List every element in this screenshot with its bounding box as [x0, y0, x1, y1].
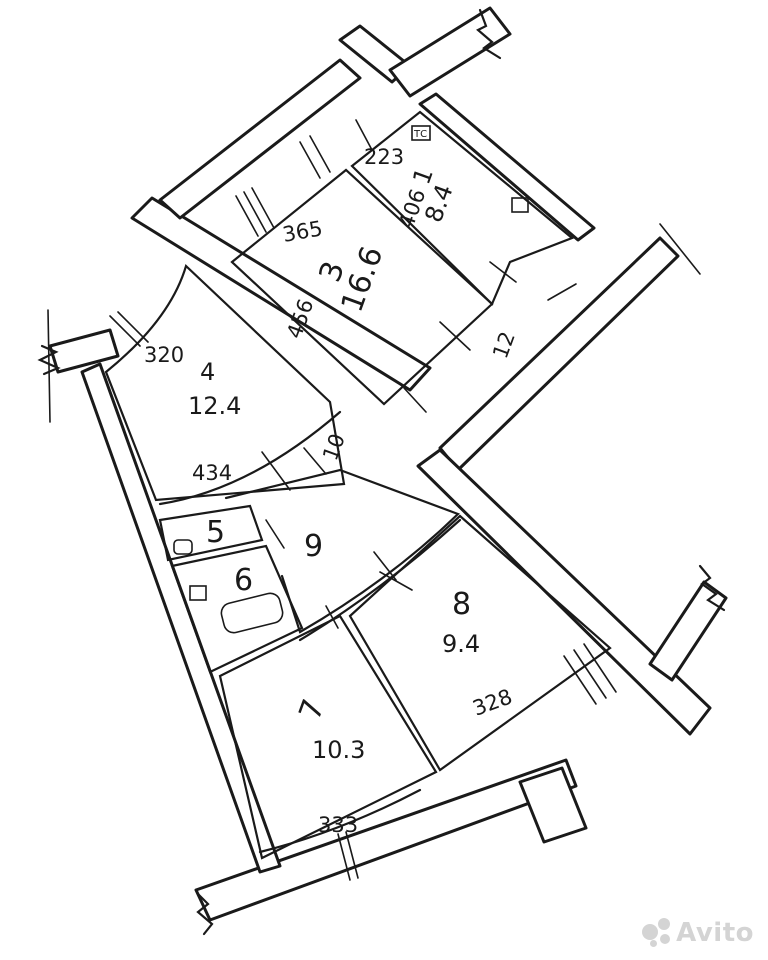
dim-10: 10: [318, 430, 350, 463]
room-8-number: 8: [452, 587, 471, 622]
wall-lower-right: [416, 448, 712, 736]
tc-label: ТС: [413, 129, 427, 140]
tc-box: [411, 125, 431, 141]
break-symbol-top: [476, 8, 502, 60]
room-1-outline: [350, 110, 575, 306]
wall-upper-block: [158, 58, 362, 220]
wall-bottom: [194, 758, 578, 922]
wall-lower-right-stub: [648, 580, 728, 682]
bathtub: [220, 592, 284, 634]
dim-333: 333: [318, 813, 358, 837]
break-symbol-right: [698, 564, 726, 612]
fixture-room6: [189, 585, 207, 601]
dim-320: 320: [144, 343, 184, 367]
wall-left: [80, 362, 282, 874]
wall-top-left: [130, 196, 432, 392]
room-7-number: 7: [293, 695, 332, 725]
fixture-room1: [511, 197, 529, 213]
dim-365: 365: [281, 216, 325, 247]
dim-223: 223: [364, 145, 404, 169]
room-8-area: 9.4: [442, 630, 480, 658]
curve-lower: [298, 518, 462, 642]
room-4-area: 12.4: [188, 392, 241, 420]
room-9-number: 9: [304, 529, 323, 564]
dim-434: 434: [192, 461, 232, 485]
door-marks: [261, 261, 577, 629]
break-symbol-left: [37, 344, 61, 376]
window-marks: [109, 119, 617, 881]
room-6-number: 6: [234, 563, 253, 598]
room-6-outline: [170, 544, 304, 674]
room-3-area: 16.6: [335, 242, 391, 317]
room-7-outline: [218, 614, 438, 860]
room-8-outline: [348, 514, 612, 772]
room-5-outline: [158, 504, 264, 562]
break-symbol-bottom: [196, 892, 214, 936]
room-4-number: 4: [200, 358, 215, 386]
room-5-number: 5: [206, 515, 225, 550]
room-7-area: 10.3: [312, 736, 365, 764]
axis-tick-right: [659, 223, 701, 275]
avito-watermark: Avito: [642, 918, 754, 948]
wall-room1-right: [418, 92, 596, 242]
avito-logo-icon: [642, 918, 672, 948]
wall-bottom-right: [518, 766, 588, 844]
wall-left-top: [48, 328, 120, 374]
room-4-outline: [104, 263, 346, 502]
curve-bottom: [258, 788, 422, 854]
axis-tick-left: [47, 309, 51, 423]
dim-328: 328: [470, 684, 516, 720]
partition-4-9: [158, 410, 342, 506]
wall-right-diagonal: [438, 236, 680, 472]
avito-watermark-text: Avito: [676, 918, 754, 948]
fixture-room5: [173, 539, 193, 555]
dim-12: 12: [488, 328, 520, 361]
dim-406: 406: [394, 186, 430, 232]
